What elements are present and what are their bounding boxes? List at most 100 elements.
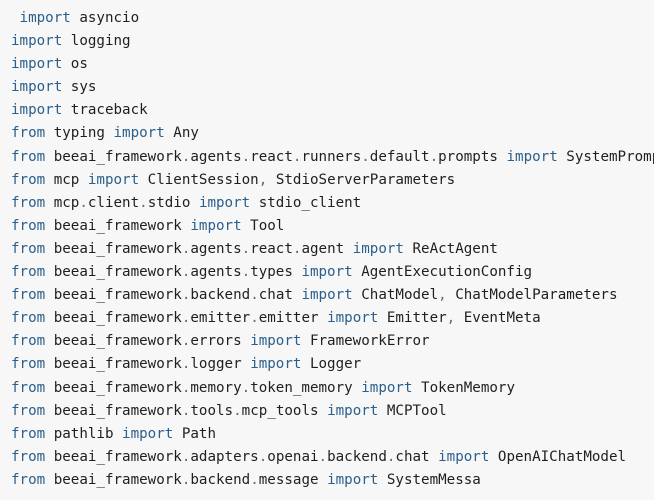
code-line: import sys xyxy=(11,76,654,99)
keyword-token: import xyxy=(250,356,302,373)
identifier-token: Logger xyxy=(301,356,362,373)
keyword-token: import xyxy=(113,125,165,142)
keyword-token: import xyxy=(11,56,63,73)
code-line: from beeai_framework.errors import Frame… xyxy=(11,330,654,353)
punctuation-token: , xyxy=(446,310,456,327)
identifier-token: EventMeta xyxy=(455,310,541,327)
punctuation-token: . xyxy=(361,148,370,165)
punctuation-token: . xyxy=(292,240,302,257)
punctuation-token: . xyxy=(181,264,191,281)
punctuation-token: . xyxy=(258,448,268,465)
identifier-token: tools xyxy=(190,402,234,419)
identifier-token: traceback xyxy=(62,102,148,119)
identifier-token: beeai_framework xyxy=(45,402,182,419)
keyword-token: import xyxy=(11,10,71,26)
keyword-token: import xyxy=(301,287,353,304)
punctuation-token: . xyxy=(429,148,439,165)
keyword-token: import xyxy=(438,448,490,465)
keyword-token: import xyxy=(361,379,413,396)
keyword-token: import xyxy=(352,240,404,257)
keyword-token: import xyxy=(327,402,379,419)
identifier-token: beeai_framework xyxy=(45,379,182,396)
keyword-token: from xyxy=(11,333,46,350)
identifier-token: ChatModel xyxy=(352,287,439,304)
keyword-token: from xyxy=(11,194,46,211)
identifier-token: Any xyxy=(164,125,199,142)
identifier-token: chat xyxy=(395,448,439,465)
code-line: from beeai_framework.emitter.emitter imp… xyxy=(11,307,654,330)
punctuation-token: . xyxy=(181,402,191,419)
identifier-token: beeai_framework xyxy=(45,287,182,304)
keyword-token: import xyxy=(122,425,174,442)
identifier-token: default xyxy=(369,148,430,165)
code-line: from beeai_framework.logger import Logge… xyxy=(11,353,654,376)
identifier-token: client xyxy=(87,194,140,211)
keyword-token: import xyxy=(11,79,63,96)
identifier-token: backend xyxy=(190,471,251,488)
identifier-token: stdio_client xyxy=(250,194,362,211)
code-line: from mcp.client.stdio import stdio_clien… xyxy=(11,192,654,215)
punctuation-token: . xyxy=(181,310,191,327)
identifier-token: os xyxy=(62,56,88,73)
identifier-token: ReActAgent xyxy=(403,240,498,257)
identifier-token: react xyxy=(250,240,293,257)
punctuation-token: . xyxy=(181,471,191,488)
code-line: from beeai_framework.agents.react.agent … xyxy=(11,238,654,261)
identifier-token: backend xyxy=(190,287,251,304)
punctuation-token: . xyxy=(318,448,328,465)
punctuation-token: , xyxy=(258,171,268,188)
punctuation-token: . xyxy=(292,148,302,165)
keyword-token: from xyxy=(11,379,46,396)
identifier-token: prompts xyxy=(438,148,507,165)
identifier-token: beeai_framework xyxy=(45,333,182,350)
keyword-token: from xyxy=(11,240,46,257)
identifier-token: Path xyxy=(173,425,217,442)
identifier-token: typing xyxy=(45,125,114,142)
code-line: from beeai_framework.adapters.openai.bac… xyxy=(11,446,654,469)
keyword-token: from xyxy=(11,264,46,281)
identifier-token: react xyxy=(250,148,293,165)
identifier-token: mcp xyxy=(45,171,88,188)
keyword-token: import xyxy=(190,217,242,234)
punctuation-token: . xyxy=(181,240,191,257)
keyword-token: import xyxy=(301,264,353,281)
keyword-token: import xyxy=(11,102,63,119)
keyword-token: from xyxy=(11,471,46,488)
punctuation-token: . xyxy=(181,148,191,165)
identifier-token: emitter xyxy=(258,310,328,327)
code-line: from mcp import ClientSession, StdioServ… xyxy=(11,169,654,192)
identifier-token: logging xyxy=(62,33,131,50)
identifier-token: message xyxy=(258,471,328,488)
identifier-token: beeai_framework xyxy=(45,471,182,488)
identifier-token: FrameworkError xyxy=(301,333,430,350)
keyword-token: from xyxy=(11,448,46,465)
code-line: from beeai_framework.tools.mcp_tools imp… xyxy=(11,400,654,423)
punctuation-token: . xyxy=(139,194,148,211)
identifier-token: emitter xyxy=(190,310,251,327)
identifier-token: SystemPrompt xyxy=(566,148,654,165)
punctuation-token: . xyxy=(241,379,251,396)
punctuation-token: . xyxy=(250,287,259,304)
identifier-token: backend xyxy=(327,448,387,465)
punctuation-token: . xyxy=(386,448,396,465)
identifier-token: runners xyxy=(301,148,362,165)
identifier-token: AgentExecutionConfig xyxy=(352,264,533,281)
identifier-token: MCPTool xyxy=(378,402,447,419)
identifier-token: beeai_framework xyxy=(45,356,182,373)
identifier-token: types xyxy=(250,264,302,281)
identifier-token: mcp xyxy=(45,194,80,211)
keyword-token: from xyxy=(11,402,46,419)
identifier-token: agents xyxy=(190,148,242,165)
identifier-token: agents xyxy=(190,240,242,257)
code-line: from typing import Any xyxy=(11,122,654,145)
identifier-token: SystemMessa xyxy=(378,471,481,488)
punctuation-token: . xyxy=(79,194,88,211)
identifier-token: chat xyxy=(258,287,302,304)
keyword-token: import xyxy=(506,148,558,165)
keyword-token: from xyxy=(11,425,46,442)
punctuation-token: . xyxy=(241,264,251,281)
code-line: import os xyxy=(11,53,654,76)
punctuation-token: . xyxy=(181,379,191,396)
keyword-token: import xyxy=(327,310,379,327)
